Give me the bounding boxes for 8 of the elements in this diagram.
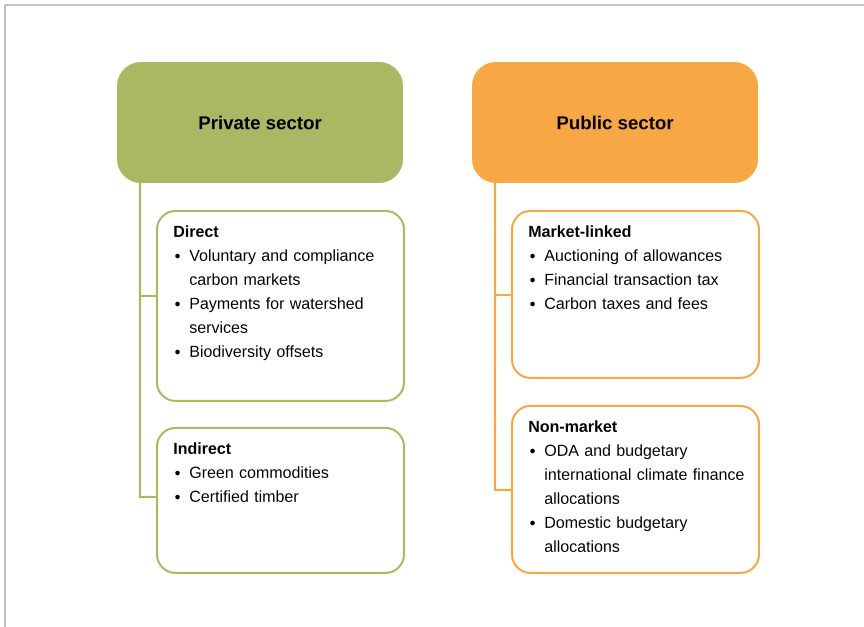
category-box: Direct Voluntary and compliance carbon markets Payments for watershed services Biodiversity offsets	[156, 210, 406, 402]
sector-box: Public sector	[472, 62, 758, 183]
category-box: Indirect Green commodities Certified timber	[156, 426, 406, 574]
connector-line	[494, 183, 511, 492]
connector-line	[138, 183, 156, 498]
sector-box: Private sector	[117, 62, 403, 183]
category-box: Market-linked Auctioning of allowances Financial transaction tax Carbon taxes and fees	[510, 210, 760, 380]
category-box: Non-market ODA and budgetary international climate finance allocations Domestic budgetary allocations	[510, 404, 760, 574]
